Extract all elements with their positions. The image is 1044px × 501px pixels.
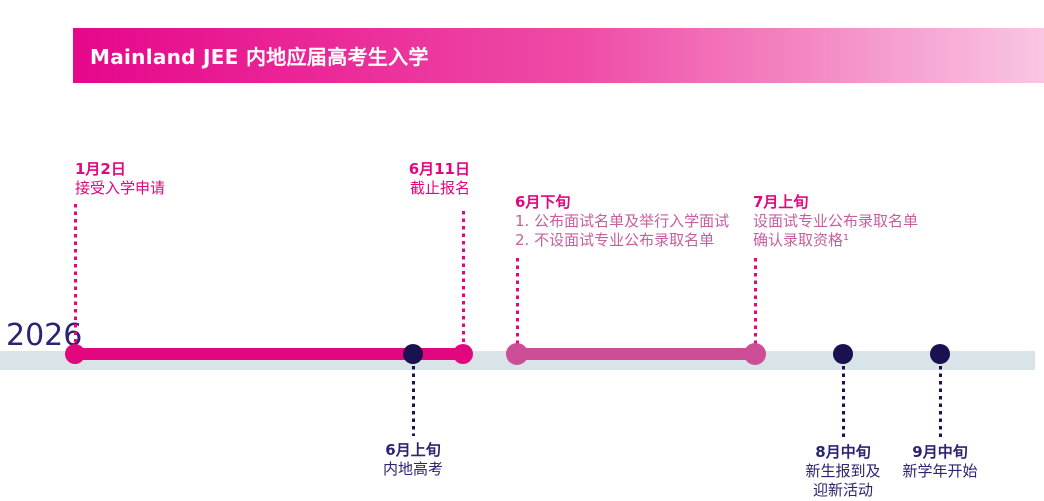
event-description: 设面试专业公布录取名单 — [753, 212, 919, 230]
event-description: 2. 不设面试专业公布录取名单 — [515, 231, 715, 249]
connector-apply-open — [74, 204, 77, 344]
event-apply-open: 1月2日 接受入学申请 — [75, 160, 165, 198]
banner: Mainland JEE 内地应届高考生入学 — [73, 28, 1044, 83]
event-date: 9月中旬 — [912, 443, 968, 461]
event-description: 确认录取资格¹ — [753, 231, 850, 249]
milestone-dot-gaokao — [403, 344, 423, 364]
event-description: 迎新活动 — [812, 481, 873, 499]
event-description: 截止报名 — [409, 179, 470, 197]
connector-apply-deadline — [462, 211, 465, 343]
event-description: 内地高考 — [382, 460, 443, 478]
event-date: 8月中旬 — [815, 443, 871, 461]
event-gaokao: 6月上旬 内地高考 — [343, 441, 483, 479]
milestone-dot-sep-mid — [930, 344, 950, 364]
event-date: 1月2日 — [75, 160, 126, 178]
event-description: 接受入学申请 — [75, 179, 166, 197]
event-date: 6月上旬 — [385, 441, 441, 459]
event-apply-deadline: 6月11日 截止报名 — [340, 160, 470, 198]
connector-aug-mid — [842, 366, 845, 441]
banner-title: Mainland JEE 内地应届高考生入学 — [90, 45, 429, 69]
admission-result-period-bar — [517, 348, 755, 360]
event-date: 7月上旬 — [753, 193, 809, 211]
event-description: 新生报到及 — [805, 462, 881, 480]
milestone-dot-june-late — [506, 343, 528, 365]
milestone-dot-july-early — [744, 343, 766, 365]
milestone-dot-apply-open — [65, 344, 85, 364]
event-description: 1. 公布面试名单及举行入学面试 — [515, 212, 730, 230]
event-july-early: 7月上旬 设面试专业公布录取名单 确认录取资格¹ — [753, 193, 918, 250]
event-aug-mid: 8月中旬 新生报到及 迎新活动 — [773, 443, 913, 500]
connector-june-late — [516, 258, 519, 344]
connector-gaokao — [412, 366, 415, 436]
application-period-bar — [75, 348, 463, 360]
event-date: 6月下旬 — [515, 193, 571, 211]
event-date: 6月11日 — [408, 160, 470, 178]
event-description: 新学年开始 — [902, 462, 978, 480]
event-june-late: 6月下旬 1. 公布面试名单及举行入学面试 2. 不设面试专业公布录取名单 — [515, 193, 729, 250]
connector-july-early — [754, 258, 757, 344]
event-sep-mid: 9月中旬 新学年开始 — [870, 443, 1010, 481]
milestone-dot-apply-deadline — [453, 344, 473, 364]
connector-sep-mid — [939, 366, 942, 441]
milestone-dot-aug-mid — [833, 344, 853, 364]
